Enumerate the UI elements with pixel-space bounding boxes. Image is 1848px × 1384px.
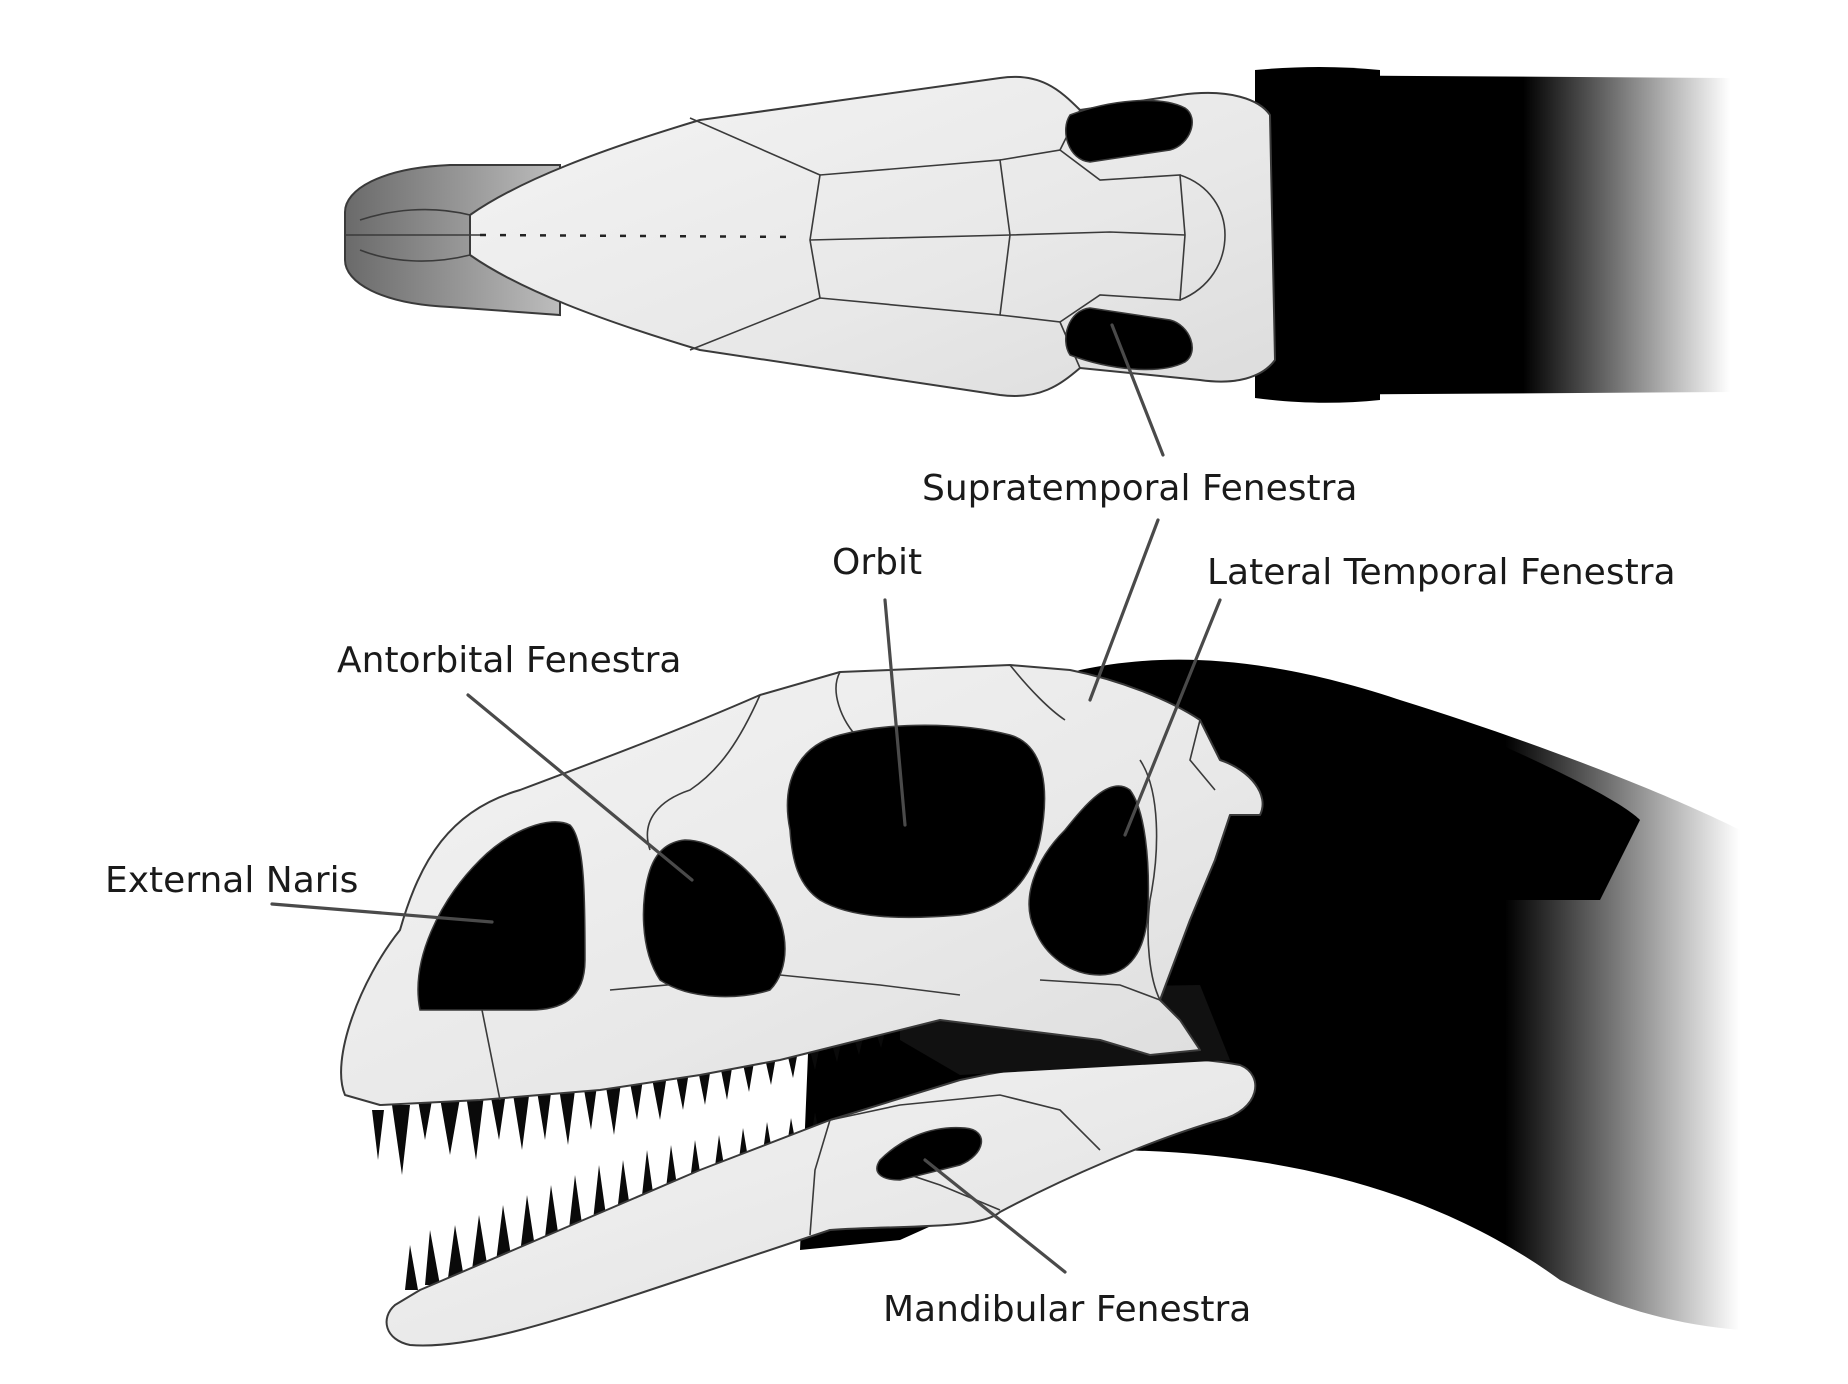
dorsal-snout-line-lower — [359, 249, 471, 262]
label-orbit: Orbit — [832, 542, 922, 583]
leader-antorbital — [466, 693, 694, 882]
lower-jaw-suture-b — [829, 1094, 1101, 1151]
supratemporal-fenestra-upper — [1065, 99, 1193, 163]
label-supratemporal-fenestra: Supratemporal Fenestra — [922, 468, 1357, 509]
labels: Supratemporal Fenestra Orbit Lateral Tem… — [105, 468, 1676, 1330]
dorsal-view-skull — [344, 67, 1730, 403]
dorsal-neck-curve — [1255, 67, 1380, 403]
leader-mandibular — [923, 1158, 1067, 1274]
label-antorbital-fenestra: Antorbital Fenestra — [337, 640, 681, 681]
cranium-suture-squamosal — [1189, 719, 1216, 791]
leader-lines — [270, 323, 1222, 1274]
lower-jaw-suture-a — [809, 1119, 831, 1236]
label-external-naris: External Naris — [105, 860, 358, 901]
leader-lateral-temporal — [1123, 598, 1222, 837]
leader-supratemporal-lateral — [1088, 518, 1160, 702]
mandibular-fenestra — [876, 1126, 983, 1181]
dorsal-neck — [1270, 75, 1730, 395]
dorsal-snout-line-upper — [359, 208, 471, 221]
cranium-suture-nasal — [646, 694, 761, 851]
label-lateral-temporal-fenestra: Lateral Temporal Fenestra — [1207, 552, 1676, 593]
leader-orbit — [883, 598, 907, 827]
lateral-temporal-fenestra — [1028, 785, 1150, 976]
dorsal-suture-postorbital — [1179, 174, 1226, 301]
leader-supratemporal-dorsal — [1110, 323, 1165, 457]
cranium-suture-quadrate — [1139, 759, 1161, 1001]
antorbital-fenestra — [642, 839, 786, 998]
leader-external-naris — [270, 902, 494, 924]
orbit — [786, 724, 1046, 919]
dorsal-midline-dashes — [479, 233, 801, 239]
label-mandibular-fenestra: Mandibular Fenestra — [883, 1289, 1251, 1330]
supratemporal-fenestra-lower — [1065, 307, 1193, 371]
dorsal-suture-midline — [809, 231, 1186, 241]
lateral-view-skull — [340, 659, 1740, 1347]
